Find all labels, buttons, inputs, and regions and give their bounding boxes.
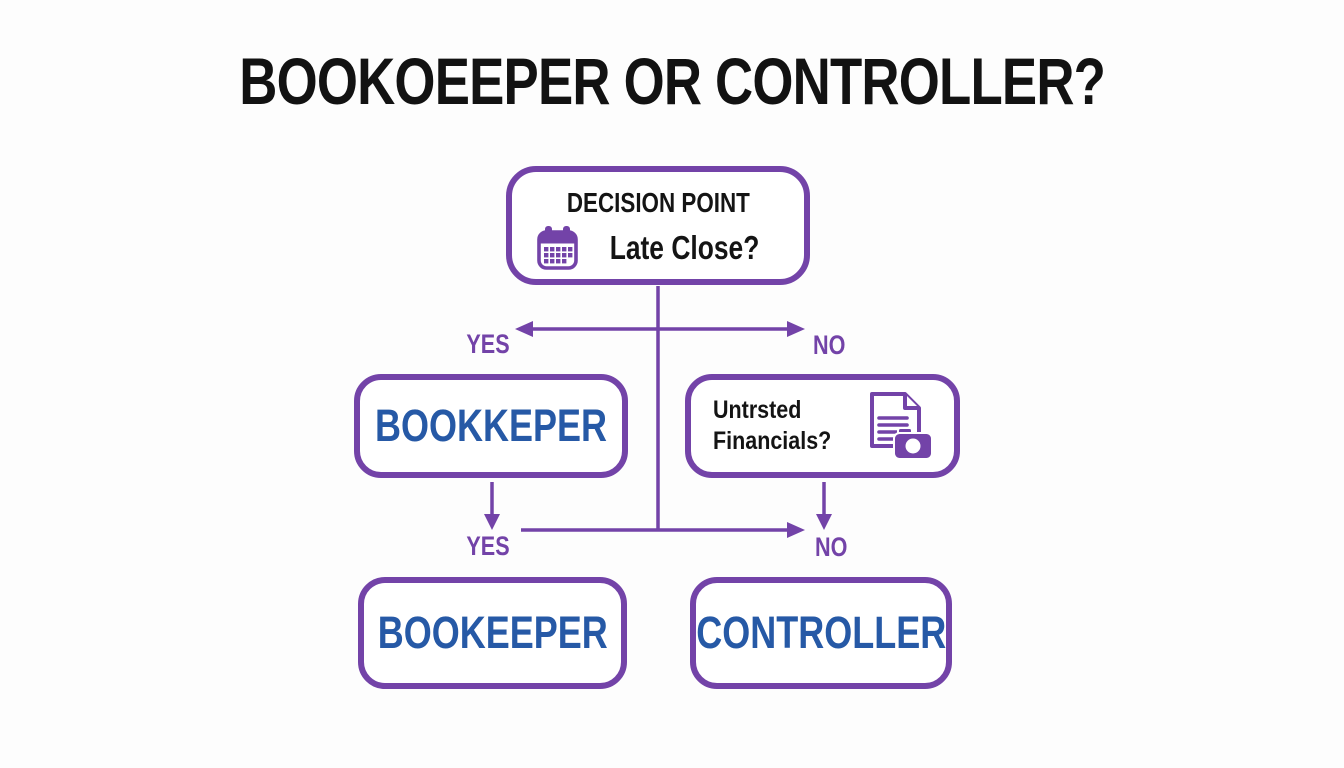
calendar-icon <box>537 226 579 270</box>
branch1-no-label: NO <box>812 330 846 360</box>
decision-point-box: DECISION POINT Late Close? <box>506 166 810 285</box>
untrusted-line2: Financials? <box>713 427 832 455</box>
untrusted-financials-question: Untrsted Financials? <box>713 395 851 458</box>
bookeeper-label: BOOKEEPER <box>377 607 608 658</box>
arrowhead-no1-right-icon <box>787 321 805 337</box>
untrusted-line1: Untrsted <box>713 395 802 424</box>
arrowhead-yes2-down-icon <box>484 514 500 530</box>
bookkeper-label: BOOKKEPER <box>374 400 608 451</box>
page-title-text: BOOKOEEPER OR CONTROLLER? <box>239 44 1106 118</box>
branch2-no-label: NO <box>814 532 848 562</box>
untrusted-financials-box: Untrsted Financials? <box>685 374 960 478</box>
arrowhead-yes1-left-icon <box>515 321 533 337</box>
decision-heading: DECISION POINT <box>512 187 804 219</box>
decision-question-text: Late Close? <box>610 229 760 266</box>
arrowhead-branch2-right-icon <box>787 522 805 538</box>
decision-heading-text: DECISION POINT <box>566 187 750 218</box>
decision-question: Late Close? <box>591 229 778 267</box>
bookeeper-box: BOOKEEPER <box>358 577 627 689</box>
decision-question-row: Late Close? <box>512 226 804 270</box>
controller-box: CONTROLLER <box>690 577 952 689</box>
bookkeper-box: BOOKKEPER <box>354 374 628 478</box>
page-title: BOOKOEEPER OR CONTROLLER? <box>0 48 1344 114</box>
branch1-yes-label: YES <box>466 329 510 359</box>
controller-label: CONTROLLER <box>696 607 947 658</box>
document-camera-icon <box>870 392 933 460</box>
branch2-yes-label: YES <box>466 531 510 561</box>
arrowhead-no2-down-icon <box>816 514 832 530</box>
